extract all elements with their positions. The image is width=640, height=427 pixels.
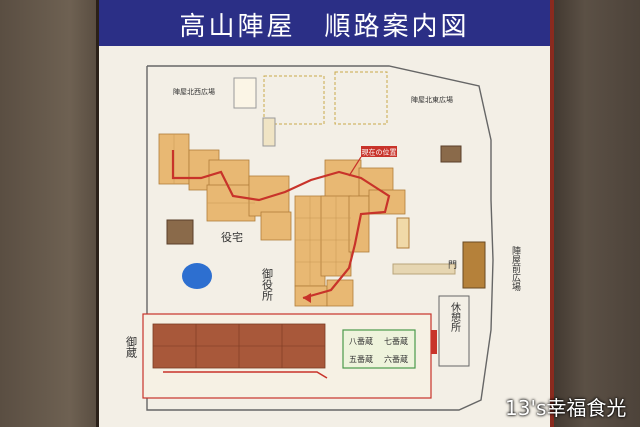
- site-map: 現在の位置 八番蔵 七番蔵 五番蔵 六番蔵: [125, 65, 521, 411]
- watermark: 13's幸福食光: [505, 396, 627, 420]
- main-gate: [462, 241, 486, 289]
- route-line: [171, 150, 391, 300]
- small-hut: [262, 117, 276, 147]
- route-arrow: [303, 293, 311, 303]
- yard-outline-right: [334, 71, 388, 125]
- yard-outline-left: [263, 75, 325, 125]
- rest-house: [438, 295, 470, 367]
- you-are-here-pointer: [348, 156, 362, 177]
- storehouse-no8: 八番蔵: [349, 336, 373, 346]
- granary-left: [166, 219, 194, 245]
- you-are-here-marker: [361, 146, 397, 157]
- rest-house-label: 休憩所: [449, 302, 461, 333]
- office-label: 御役所: [261, 267, 274, 302]
- site-boundary: [146, 65, 494, 411]
- storehouse-group-label: 御蔵: [125, 335, 138, 359]
- board-title: 高山陣屋 順路案内図: [179, 12, 470, 42]
- office-buildings: [294, 159, 406, 307]
- east-building: [440, 145, 462, 163]
- wall-right: [548, 0, 640, 427]
- north-west-square-label: 陣屋北西広場: [173, 87, 215, 96]
- pond: [182, 263, 212, 289]
- storehouse-no5: 五番蔵: [349, 354, 373, 364]
- front-square-label: 陣屋前広場: [510, 245, 521, 292]
- shed-building: [233, 77, 257, 109]
- residence-label: 役宅: [221, 230, 243, 244]
- storehouse-legend-box: [342, 329, 416, 369]
- storehouse-route: [163, 371, 328, 379]
- storehouse-grid: [153, 324, 325, 368]
- route-guide-board: 現在の位置 八番蔵 七番蔵 五番蔵 六番蔵: [96, 0, 554, 427]
- you-are-here-label: 現在の位置: [362, 148, 397, 157]
- storehouse-no7: 七番蔵: [384, 336, 408, 346]
- storehouse-no6: 六番蔵: [384, 354, 408, 364]
- gate-label: 門: [446, 260, 457, 270]
- passage: [392, 263, 456, 275]
- north-east-square-label: 陣屋北東広場: [411, 95, 453, 104]
- title-bar: 高山陣屋 順路案内図: [99, 0, 550, 46]
- wall-left: [0, 0, 100, 427]
- storage-small: [396, 217, 410, 249]
